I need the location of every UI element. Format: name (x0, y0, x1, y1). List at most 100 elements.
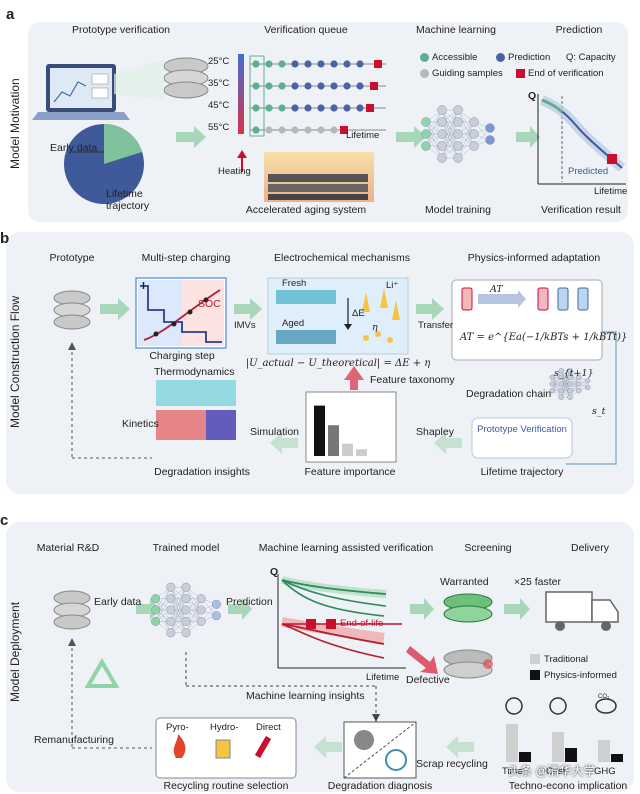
thermodynamics-label: Thermodynamics (154, 366, 235, 378)
i-axis: I (142, 280, 145, 292)
physics-informed-bar (519, 752, 531, 762)
queue-dot (278, 104, 286, 112)
queue-dot (356, 60, 364, 68)
panel-c-graphics (53, 574, 623, 779)
panel-model-deployment: c Model Deployment (0, 512, 634, 792)
network-node (558, 381, 564, 387)
watermark: 头条 @清华大学 (508, 764, 596, 778)
temp-25: 25°C (208, 56, 230, 67)
legend-prediction: Prediction (496, 52, 550, 63)
defective-label: Defective (406, 674, 450, 686)
queue-dot (252, 104, 260, 112)
queue-dot (317, 126, 325, 134)
network-node (558, 374, 564, 381)
title-delivery: Delivery (571, 542, 609, 554)
battery-stack-icon (163, 57, 209, 99)
metric-cost-label: Cost (546, 766, 566, 777)
end-of-life-label: End-of-life (340, 618, 384, 629)
verification-queue-grid (238, 54, 244, 134)
network-node (549, 387, 556, 394)
network-node (485, 123, 495, 133)
queue-dot (252, 82, 260, 90)
queue-dot (265, 126, 273, 134)
network-node (181, 582, 191, 592)
end-of-verification-mark (340, 126, 348, 134)
panel-model-construction: b Model Construction Flow (0, 230, 634, 494)
verification-result-label: Verification result (541, 204, 621, 216)
network-node (584, 384, 591, 391)
network-node (558, 387, 564, 394)
title-prototype-verification: Prototype verification (71, 24, 171, 36)
title-physics-informed: Physics-informed adaptation (467, 252, 601, 264)
network-node (211, 611, 221, 621)
early-data-label-c: Early data (94, 596, 142, 608)
network-node (437, 141, 447, 151)
network-node (453, 105, 463, 115)
delivery-truck-icon (545, 591, 619, 631)
degradation-insights-blocks (156, 380, 236, 440)
heating-label: Heating (218, 166, 251, 177)
charging-step-label: Charging step (149, 350, 215, 362)
network-node (549, 374, 556, 381)
queue-dot (265, 104, 273, 112)
at-equation: AT = e^{Ea(−1/kBTs + 1/kBTt)} (460, 332, 628, 343)
metric-ghg-label: GHG (594, 766, 616, 777)
lifetime-trajectory-label-b: Lifetime trajectory (480, 466, 564, 478)
network-node (166, 594, 176, 604)
network-node (558, 368, 564, 374)
network-node (421, 141, 431, 151)
network-node (584, 377, 591, 384)
laptop-icon (32, 64, 130, 120)
legend-end-verification: End of verification (516, 68, 604, 79)
panel-b-graphics (53, 277, 617, 465)
end-of-verification-mark (370, 82, 378, 90)
traditional-bar (506, 724, 518, 762)
fresh-label: Fresh (282, 278, 307, 289)
accelerated-aging-label: Accelerated aging system (245, 204, 367, 216)
queue-dot (291, 126, 299, 134)
title-ml-assisted-verification: Machine learning assisted verification (258, 542, 434, 554)
eta-label: η (372, 322, 378, 333)
network-node (437, 153, 447, 163)
network-node (453, 129, 463, 139)
network-node (151, 605, 161, 615)
queue-dot (304, 60, 312, 68)
feature-importance-chart (305, 391, 397, 463)
network-node (421, 117, 431, 127)
degradation-chain-label: Degradation chain (466, 388, 552, 400)
title-material-rd: Material R&D (36, 542, 100, 554)
network-node (567, 374, 573, 381)
scrap-recycling-label: Scrap recycling (416, 758, 488, 770)
network-node (485, 135, 495, 145)
panel-letter-b: b (0, 230, 10, 247)
queue-dot (317, 82, 325, 90)
network-node (576, 387, 582, 394)
early-data-label: Early data (50, 142, 98, 154)
faster-label: ×25 faster (514, 576, 561, 588)
network-node (567, 394, 573, 400)
temp-45: 45°C (208, 100, 230, 111)
ml-verification-plot (277, 574, 406, 669)
prototype-battery-icon (53, 290, 91, 330)
li-label: Li⁺ (386, 280, 399, 291)
queue-dot (252, 60, 260, 68)
at-label: AT (490, 284, 503, 295)
soc-label: SOC (198, 298, 221, 310)
queue-dot (304, 126, 312, 134)
predicted-label: Predicted (568, 166, 609, 177)
queue-dot (291, 60, 299, 68)
network-node (421, 129, 431, 139)
queue-dot (330, 82, 338, 90)
techno-econo-bar-chart (506, 724, 623, 762)
panel-letter-a: a (6, 6, 15, 23)
aged-label: Aged (282, 318, 305, 329)
network-node (437, 117, 447, 127)
queue-dot (330, 126, 338, 134)
network-node (181, 594, 191, 604)
trained-model-network (151, 582, 221, 638)
panel-a-graphics (28, 22, 628, 222)
queue-dot (304, 104, 312, 112)
accelerated-aging-oven (264, 152, 374, 202)
warranted-label: Warranted (440, 576, 489, 588)
network-node (181, 605, 191, 615)
